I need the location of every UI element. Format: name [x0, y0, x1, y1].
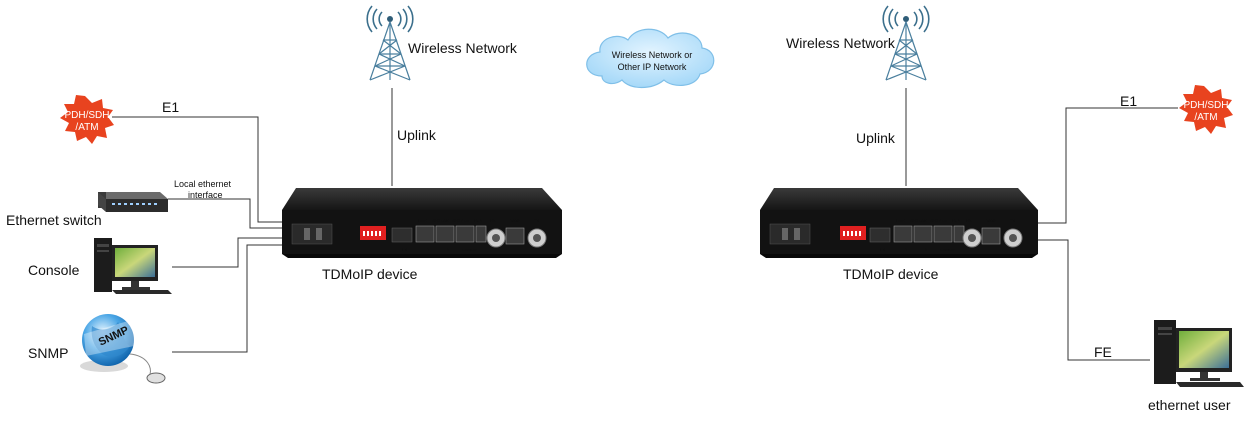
right-panel-port-2: 2: [925, 247, 928, 252]
right-uplink-label: Uplink: [856, 130, 896, 146]
left-tdmoip-device: LINK SPD LNK SPD FDX RUN RX 120Ω TX FX 1…: [282, 188, 562, 258]
left-panel-fx: FX: [402, 247, 407, 252]
left-panel-head-link: LINK: [418, 218, 427, 223]
right-panel-fx: FX: [880, 247, 885, 252]
right-wireless-network-label: Wireless Network: [786, 35, 896, 51]
right-panel-head-spd-fdx: SPD FDX: [930, 218, 948, 223]
console-label: Console: [28, 262, 80, 278]
right-tdmoip-device: LINK SPD LNK SPD FDX RUN RX 120Ω TX FX 1…: [760, 188, 1038, 258]
left-panel-head-spd-fdx: SPD FDX: [452, 218, 470, 223]
left-wiring: [112, 88, 393, 353]
right-panel-head-link: LINK: [896, 218, 905, 223]
right-starburst-shape: [1179, 85, 1233, 134]
left-e1-label: E1: [162, 99, 179, 115]
right-panel-head-spd-lnk: SPD LNK: [910, 218, 927, 223]
left-pdh-label-line-2: /ATM: [75, 122, 98, 133]
right-e1-label: E1: [1120, 93, 1137, 109]
right-e1-line: [1036, 107, 1178, 224]
switch-note-line-2: interface: [188, 190, 223, 200]
right-pdh-label-line-2: /ATM: [1194, 112, 1217, 123]
left-wireless-network-label: Wireless Network: [408, 40, 518, 56]
ethernet-switch-label: Ethernet switch: [6, 212, 102, 228]
left-pdh-sdh-atm-starburst: PDH/SDH /ATM: [60, 95, 114, 144]
left-panel-port-2: 2: [447, 247, 450, 252]
snmp-globe-icon: SNMP: [80, 314, 166, 384]
left-device-label: TDMoIP device: [322, 266, 418, 282]
left-switch-line: [168, 198, 288, 229]
right-pdh-sdh-atm-starburst: PDH/SDH /ATM: [1179, 85, 1233, 134]
left-wireless-tower-icon: [366, 5, 414, 81]
left-e1-line: [112, 116, 288, 223]
console-pc-icon: [94, 238, 172, 294]
snmp-label: SNMP: [28, 345, 68, 361]
left-panel-port-1: 1: [427, 247, 430, 252]
left-snmp-line: [172, 244, 288, 353]
left-panel-head-run: RUN: [474, 218, 483, 223]
right-panel-rx: RX: [966, 218, 972, 223]
left-panel-head-spd-lnk: SPD LNK: [432, 218, 449, 223]
left-panel-rx: RX: [490, 218, 496, 223]
right-fe-label: FE: [1094, 344, 1112, 360]
right-device-label: TDMoIP device: [843, 266, 939, 282]
left-panel-ohm: 120Ω: [510, 218, 520, 223]
ethernet-user-pc-icon: [1154, 320, 1244, 387]
left-pdh-label-line-1: PDH/SDH: [64, 110, 109, 121]
right-panel-head-run: RUN: [952, 218, 961, 223]
ethernet-switch-icon: [98, 192, 168, 212]
left-panel-console: Console: [462, 247, 477, 252]
left-uplink-label: Uplink: [397, 127, 437, 143]
switch-note-line-1: Local ethernet: [174, 179, 232, 189]
ip-network-cloud-icon: Wireless Network or Other IP Network: [586, 28, 715, 89]
right-panel-port-1: 1: [905, 247, 908, 252]
cloud-label-line-2: Other IP Network: [618, 62, 687, 72]
cloud-label-line-1: Wireless Network or: [612, 50, 693, 60]
ethernet-user-label: ethernet user: [1148, 397, 1231, 413]
right-panel-console: Console: [940, 247, 955, 252]
left-console-line: [172, 237, 288, 268]
right-panel-ohm: 120Ω: [986, 218, 996, 223]
right-wireless-tower-icon: [882, 5, 930, 81]
left-panel-tx: TX: [534, 218, 539, 223]
right-panel-tx: TX: [1010, 218, 1015, 223]
right-fe-line: [1036, 239, 1150, 361]
right-wiring: [905, 88, 1178, 361]
right-pdh-label-line-1: PDH/SDH: [1183, 100, 1228, 111]
left-starburst-shape: [60, 95, 114, 144]
